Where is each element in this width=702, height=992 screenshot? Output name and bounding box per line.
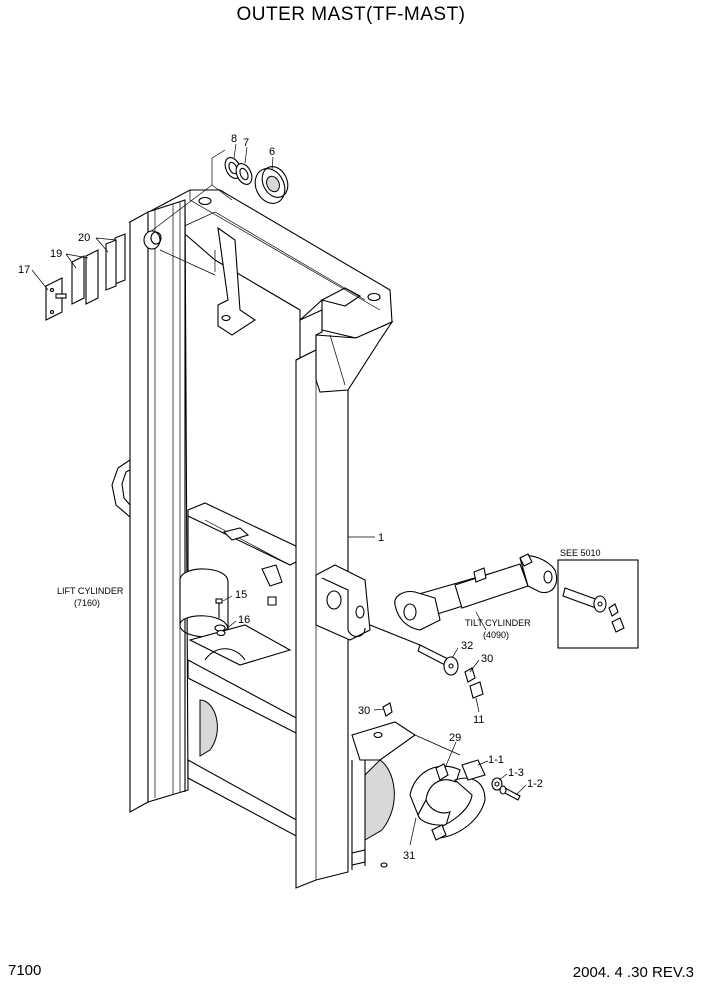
callout-29: 29	[449, 732, 461, 744]
callout-20: 20	[78, 232, 90, 244]
page-title: OUTER MAST(TF-MAST)	[236, 4, 466, 25]
bottom-clamp-assembly	[382, 702, 521, 841]
lift-cylinder-ref: (7160)	[74, 598, 100, 608]
callout-1-3: 1-3	[508, 767, 524, 779]
callout-16: 16	[238, 614, 250, 626]
callout-8: 8	[231, 133, 237, 145]
callout-32: 32	[461, 640, 473, 652]
callout-15: 15	[235, 589, 247, 601]
leader-lines	[31, 143, 527, 846]
callout-1-2: 1-2	[527, 778, 543, 790]
callout-31: 31	[403, 850, 415, 862]
callout-17: 17	[18, 264, 30, 276]
callout-6: 6	[269, 146, 275, 158]
lift-cylinder-pocket	[179, 568, 292, 757]
callout-30-lower: 30	[358, 705, 370, 717]
date-revision: 2004. 4 .30 REV.3	[572, 964, 694, 981]
center-crossmembers	[187, 502, 301, 839]
bearing-and-washers	[149, 149, 289, 233]
callout-1: 1	[378, 532, 384, 544]
page-code: 7100	[8, 962, 42, 979]
tilt-cylinder-bracket	[315, 564, 371, 641]
left-rail	[129, 199, 189, 813]
callout-19: 19	[50, 248, 62, 260]
see-5010-note: SEE 5010	[560, 548, 601, 558]
bottom-bracket	[351, 721, 416, 870]
left-side-handle	[111, 458, 131, 519]
tilt-cylinder-ref: (4090)	[483, 630, 509, 640]
callout-11: 11	[473, 714, 484, 726]
tilt-pin-assembly	[369, 624, 484, 699]
shim-plates	[45, 233, 126, 321]
stub-pin	[143, 230, 216, 276]
lift-cylinder-note: LIFT CYLINDER	[57, 586, 124, 596]
tilt-cylinder-note: TILT CYLINDER	[465, 618, 531, 628]
left-bracket	[214, 226, 256, 336]
right-rail	[295, 309, 394, 889]
bolt-15-nut-16	[214, 598, 226, 637]
callout-1-1: 1-1	[488, 754, 504, 766]
tilt-cylinder	[394, 553, 558, 631]
callout-30-upper: 30	[481, 653, 493, 665]
see-5010-inset	[557, 559, 639, 649]
callout-7: 7	[243, 137, 249, 149]
